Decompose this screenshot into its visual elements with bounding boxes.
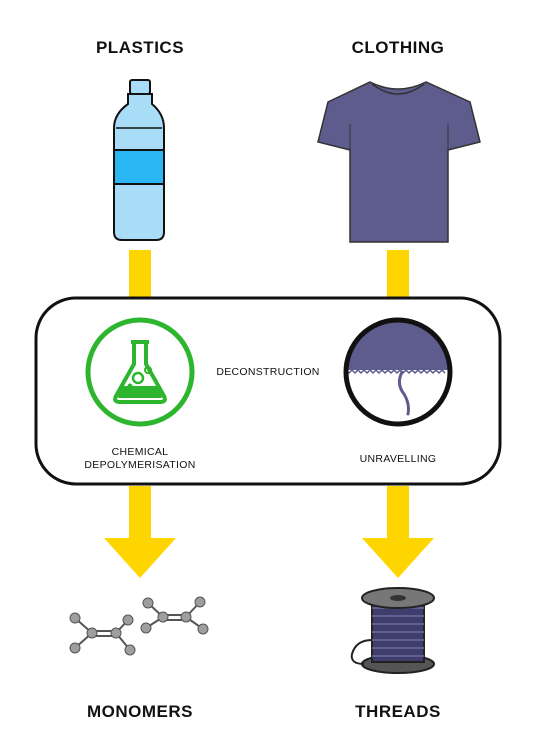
arrow-shaft-threads [387,486,409,540]
clothing-title: CLOTHING [351,38,445,57]
bottle-icon [113,79,165,241]
arrow-shaft-plastics-top [129,250,151,310]
arrow-head-monomers [104,538,176,578]
threads-title: THREADS [355,702,441,721]
thread-spool-icon [350,587,435,674]
tshirt-icon [317,81,481,243]
unravelling-label: UNRAVELLING [359,453,437,465]
arrow-shaft-clothing-top [387,250,409,310]
monomer-molecule-icon [69,596,209,656]
flask-icon [85,317,195,427]
monomers-title: MONOMERS [87,702,193,721]
fabric-unravel-icon [343,317,453,427]
arrow-shaft-monomers [129,486,151,540]
chemical-depolymerisation-label-line1: CHEMICAL [111,446,169,458]
plastics-title: PLASTICS [95,38,185,57]
arrow-head-threads [362,538,434,578]
deconstruction-label: DECONSTRUCTION [216,366,320,378]
chemical-depolymerisation-label-line2: DEPOLYMERISATION [84,459,196,471]
